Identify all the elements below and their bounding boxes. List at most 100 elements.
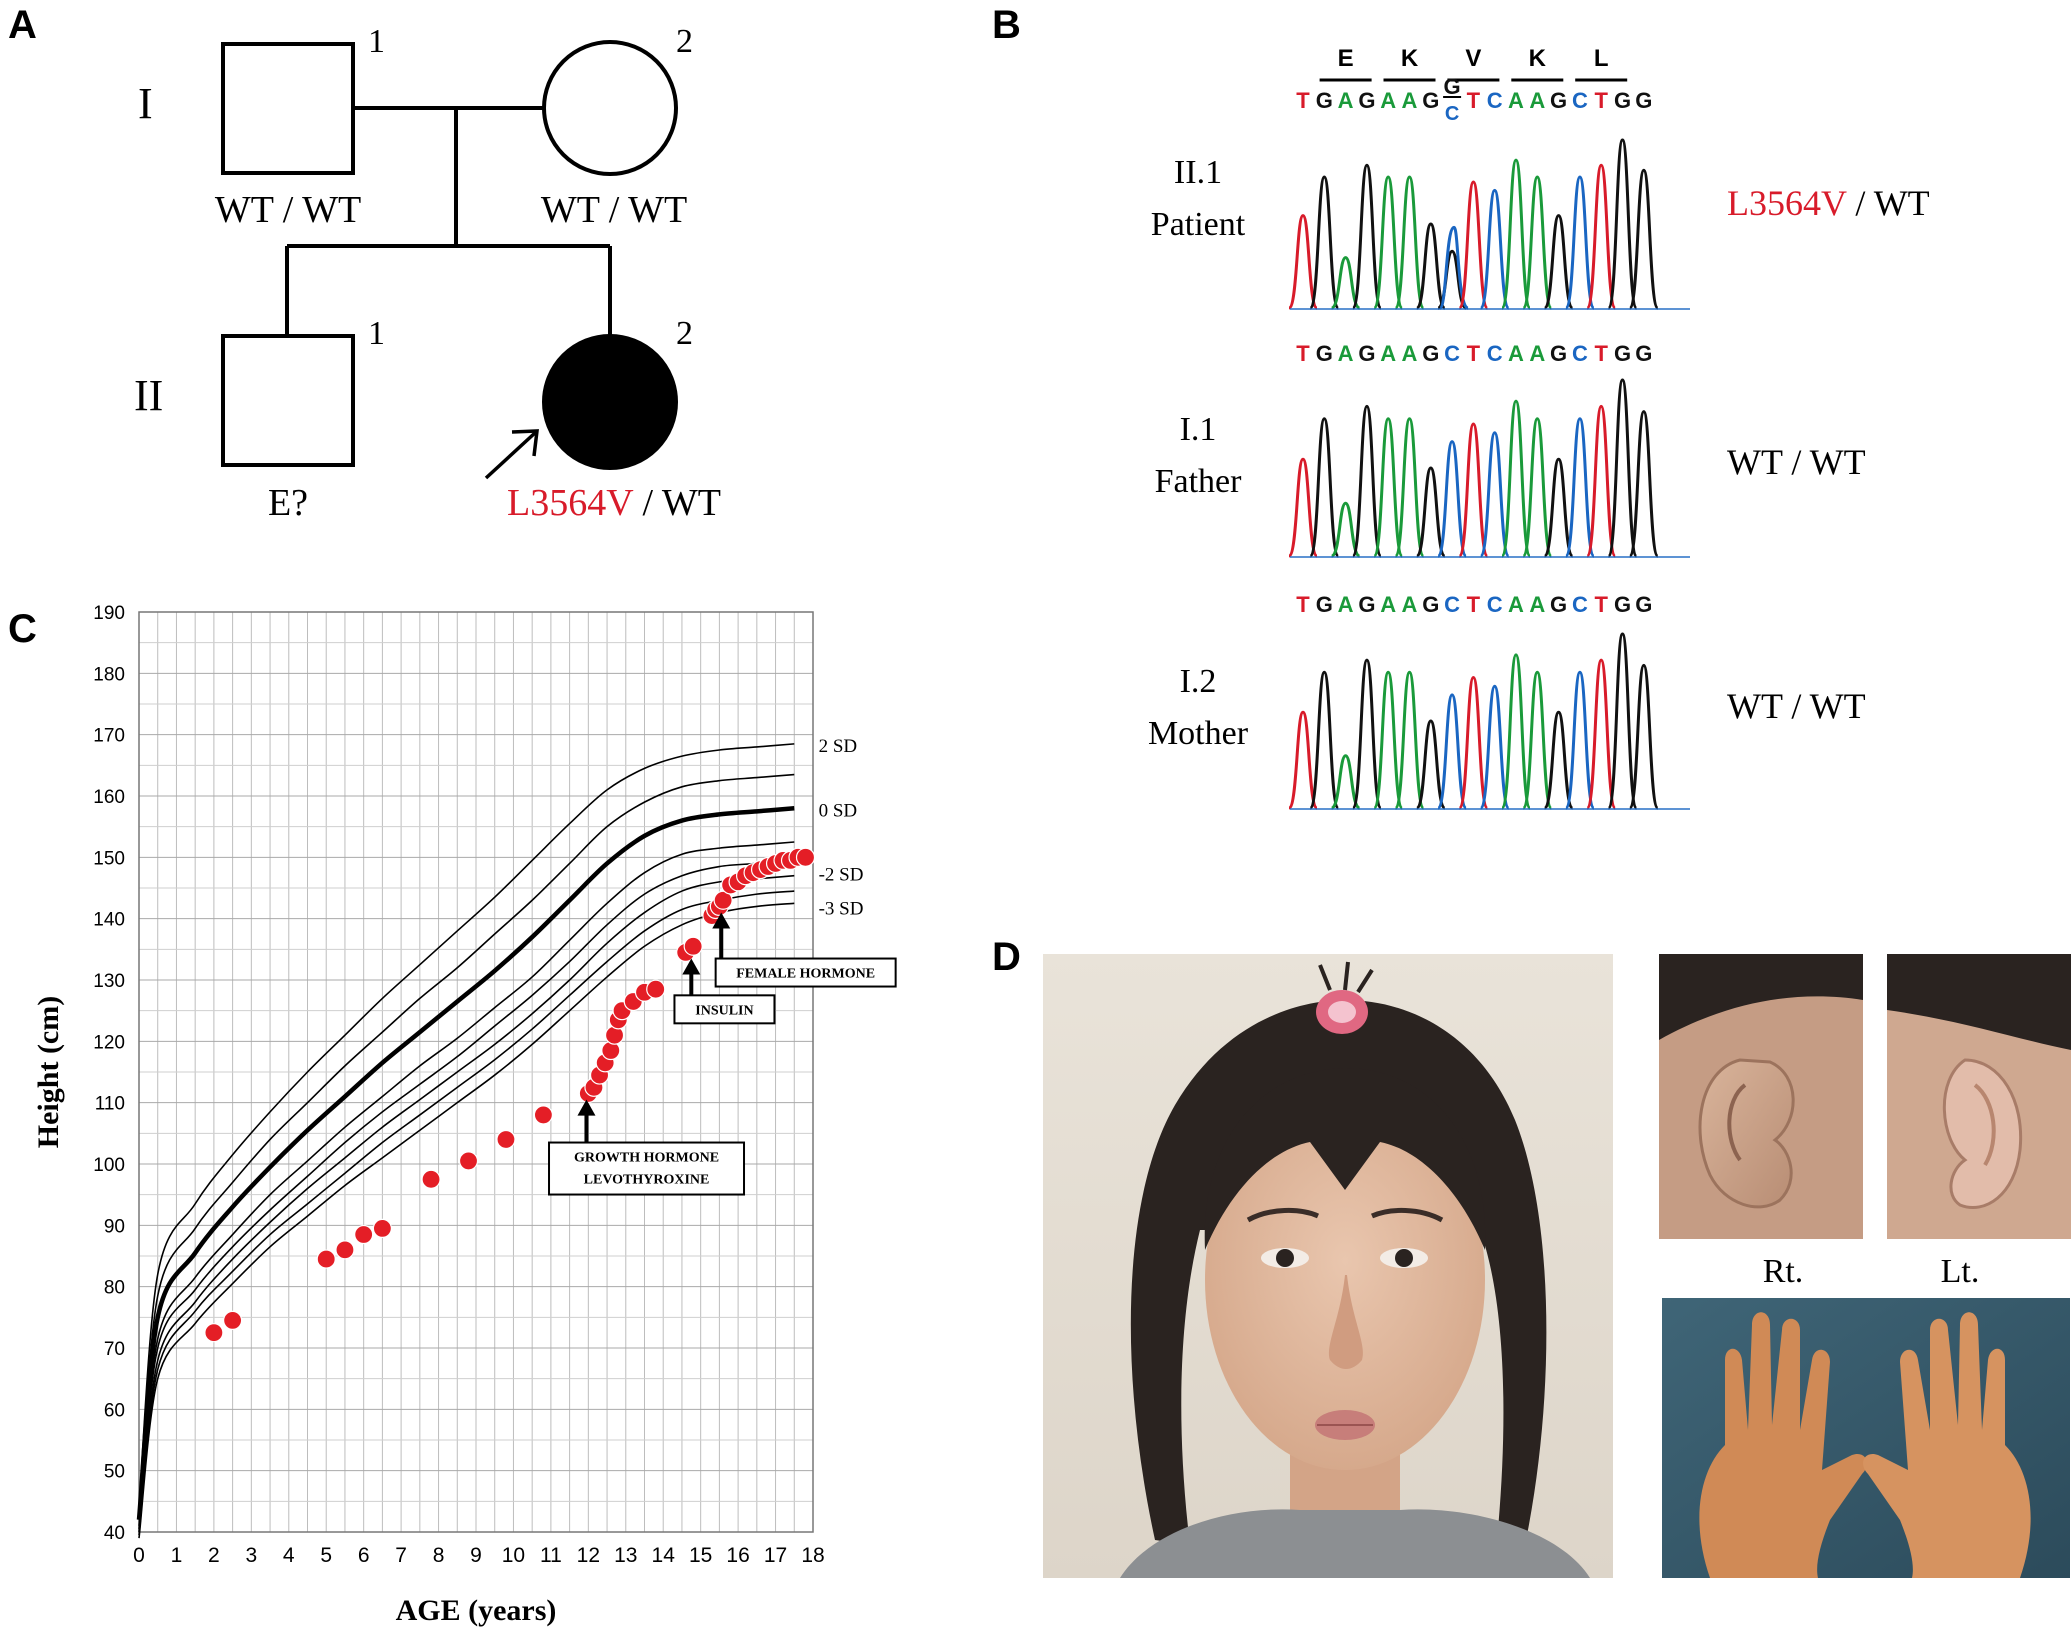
base-letter: G [1614, 341, 1631, 366]
chromatogram-peak [1628, 663, 1660, 810]
chromatogram-peak [1330, 256, 1361, 310]
x-tick-label: 18 [801, 1544, 824, 1567]
base-letter: G [1422, 88, 1439, 113]
codon-label: K [1529, 45, 1547, 72]
brother-number: 1 [368, 315, 385, 352]
chromatogram-peak [1308, 175, 1340, 310]
height-point [204, 1323, 224, 1343]
chromatogram-peak [1287, 457, 1319, 558]
chromatogram-peak [1500, 399, 1532, 558]
mother-genotype: WT / WT [541, 189, 687, 231]
chromatogram-peak [1394, 670, 1425, 810]
x-tick-label: 12 [577, 1544, 600, 1567]
plot-frame [138, 611, 814, 1533]
y-tick-label: 50 [104, 1462, 125, 1483]
chromatogram-peak [1457, 675, 1489, 810]
annotation-box [548, 1141, 746, 1196]
codon-label: V [1465, 45, 1481, 72]
base-letter: T [1467, 592, 1481, 617]
chromatogram-peak [1607, 378, 1638, 558]
x-tick-label: 11 [540, 1544, 562, 1567]
reference-curve [138, 890, 795, 1536]
chromatogram-peak [1330, 501, 1361, 558]
reference-curve [138, 874, 795, 1533]
annotation-text: GROWTH HORMONE [574, 1151, 719, 1166]
y-tick-label: 110 [95, 1094, 125, 1115]
base-letter: A [1508, 592, 1524, 617]
chromatogram-peak [1457, 180, 1489, 310]
base-letter: C [1572, 88, 1588, 113]
patient-role: Patient [1151, 206, 1246, 243]
height-point [713, 890, 733, 910]
father-square [221, 42, 355, 175]
x-tick-label: 2 [208, 1544, 220, 1567]
y-tick-label: 40 [104, 1523, 125, 1544]
patient-wt: / WT [1846, 183, 1929, 223]
x-tick-label: 6 [358, 1544, 370, 1567]
left-ear-photo [1887, 954, 2071, 1239]
panel-label-c: C [8, 607, 37, 651]
x-tick-label: 1 [171, 1544, 183, 1567]
proband-circle [542, 334, 678, 470]
left-ear-label: Lt. [1941, 1253, 1980, 1290]
y-tick-label: 70 [104, 1339, 125, 1360]
base-letter: G [1358, 592, 1375, 617]
chromatogram-peak [1585, 404, 1617, 558]
mother-number: 2 [676, 23, 693, 60]
patient-mutation: L3564V [1727, 183, 1847, 223]
base-letter: A [1508, 341, 1524, 366]
base-letter: A [1380, 88, 1396, 113]
chromatogram-peak [1521, 417, 1553, 558]
y-axis-label: Height (cm) [32, 996, 65, 1148]
x-tick-label: 14 [652, 1544, 676, 1567]
chromatogram-peak [1500, 158, 1532, 310]
base-letter: G [1614, 592, 1631, 617]
y-tick-label: 140 [93, 910, 125, 931]
base-letter: T [1594, 88, 1608, 113]
base-letter: C [1572, 592, 1588, 617]
x-axis-label: AGE (years) [396, 1594, 557, 1627]
base-letter: G [1358, 88, 1375, 113]
generation-label-2: II [134, 371, 163, 420]
mother-id: I.2 [1180, 663, 1217, 700]
codon-label: K [1401, 45, 1419, 72]
chromatogram-peak [1372, 670, 1404, 810]
height-point [795, 847, 816, 867]
x-tick-label: 15 [689, 1544, 712, 1567]
annotation-text: INSULIN [695, 1003, 753, 1018]
chromatogram-peak [1436, 693, 1468, 810]
annotation-arrowhead [682, 958, 701, 975]
base-letter: G [1550, 88, 1567, 113]
base-letter: C [1444, 341, 1460, 366]
x-tick-label: 7 [395, 1544, 407, 1567]
y-tick-label: 80 [104, 1278, 125, 1299]
chromatogram-peak [1372, 417, 1404, 558]
base-letter: A [1402, 592, 1418, 617]
base-letter: G [1614, 88, 1631, 113]
chromatogram-peak [1607, 138, 1638, 310]
height-points [204, 847, 816, 1343]
base-letter: G [1422, 341, 1439, 366]
x-tick-label: 16 [726, 1544, 749, 1567]
base-letter: A [1529, 88, 1545, 113]
pedigree-panel: I II 1 WT / WT 2 WT / WT 1 E? 2 L3564V /… [134, 23, 721, 524]
height-point [646, 979, 666, 999]
father-genotype-b: WT / WT [1727, 442, 1866, 482]
face-photo [1043, 954, 1613, 1578]
chromatogram-peak [1415, 466, 1447, 558]
base-letter: T [1467, 88, 1481, 113]
height-point [458, 1151, 479, 1171]
proband-arrow [484, 430, 538, 480]
chromatogram-peak [1479, 684, 1511, 810]
base-letter: G [1635, 88, 1652, 113]
base-letter: G [1635, 592, 1652, 617]
base-letter: A [1402, 88, 1418, 113]
base-letter: C [1487, 341, 1503, 366]
base-letter: G [1316, 341, 1333, 366]
height-point [316, 1249, 336, 1269]
panel-label-d: D [992, 935, 1021, 979]
chromatogram-peak-het [1438, 225, 1470, 310]
base-letter: C [1444, 592, 1460, 617]
